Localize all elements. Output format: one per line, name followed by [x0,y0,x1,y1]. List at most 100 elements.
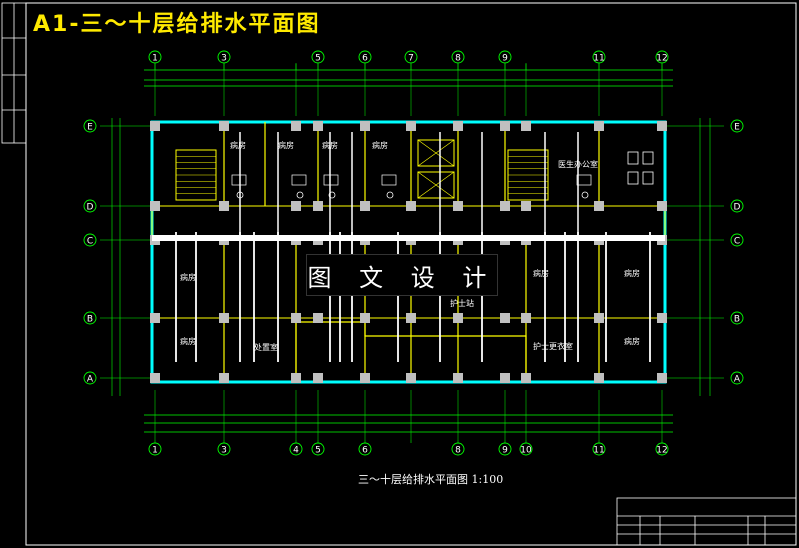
room-label: 病房 [624,268,640,278]
column [360,201,370,211]
watermark: 图 文 设 计 [306,254,498,296]
column [360,121,370,131]
column [219,201,229,211]
axis-bottom-11: 11 [592,442,606,456]
stair-right [507,149,549,201]
stair-left [175,149,217,201]
svg-text:5: 5 [315,446,321,456]
column [406,201,416,211]
axis-right-E: E [730,119,744,133]
toilet-fixture [642,171,654,185]
axis-left-A: A [83,371,97,385]
toilet-fixture [627,171,639,185]
column [291,313,301,323]
corridor [151,205,666,241]
column [453,121,463,131]
axis-bottom-1: 1 [148,442,162,456]
column [406,313,416,323]
axis-top-5: 5 [311,50,325,64]
svg-text:A: A [87,375,94,385]
column [406,373,416,383]
pipes [152,132,665,362]
column [657,313,667,323]
svg-text:9: 9 [502,54,508,64]
column [453,313,463,323]
axis-left-D: D [83,199,97,213]
fixture [386,191,394,199]
axis-top-9: 9 [498,50,512,64]
fixture [296,191,304,199]
axis-top-7: 7 [404,50,418,64]
column [219,373,229,383]
column [594,313,604,323]
column [594,201,604,211]
svg-text:12: 12 [656,446,667,456]
room-label: 护士站 [450,298,474,308]
column [219,313,229,323]
fixture [581,191,589,199]
column [521,373,531,383]
column [291,373,301,383]
svg-text:8: 8 [455,446,461,456]
column [219,121,229,131]
fixture-tank [381,174,397,186]
room-label: 病房 [533,268,549,278]
elevator-2 [417,171,455,199]
main-pipe [152,235,665,241]
axis-bottom-5: 5 [311,442,325,456]
column [657,121,667,131]
axis-bottom-10: 10 [519,442,533,456]
svg-text:E: E [87,123,93,133]
svg-text:D: D [87,203,94,213]
column [594,121,604,131]
room-label: 病房 [624,336,640,346]
axis-top-12: 12 [655,50,669,64]
axis-top-11: 11 [592,50,606,64]
column [657,201,667,211]
svg-text:5: 5 [315,54,321,64]
svg-text:C: C [734,237,740,247]
axis-top-3: 3 [217,50,231,64]
column [521,313,531,323]
column [360,313,370,323]
svg-text:E: E [734,123,740,133]
svg-text:6: 6 [362,446,368,456]
drawing-caption: 三～十层给排水平面图 1:100 [358,473,504,486]
axis-bottom-6: 6 [358,442,372,456]
room-label: 病房 [180,272,196,282]
elevator-1 [417,139,455,167]
axis-bottom-9: 9 [498,442,512,456]
svg-text:3: 3 [221,54,227,64]
column [150,373,160,383]
svg-text:C: C [87,237,93,247]
column [150,121,160,131]
column [291,201,301,211]
svg-text:10: 10 [520,446,532,456]
column [291,121,301,131]
column [500,313,510,323]
bottom-indent [295,321,527,382]
column [313,373,323,383]
column [657,373,667,383]
column [594,373,604,383]
axis-top-8: 8 [451,50,465,64]
axis-left-E: E [83,119,97,133]
column [500,121,510,131]
column [406,121,416,131]
elevator-1-x2 [417,139,455,167]
axis-right-D: D [730,199,744,213]
svg-text:B: B [734,315,740,325]
fixture [328,191,336,199]
svg-text:A: A [734,375,741,385]
svg-text:11: 11 [593,54,604,64]
axis-top-6: 6 [358,50,372,64]
room-label: 护士更衣室 [533,341,573,351]
fixture-tank [231,174,247,186]
room-label: 病房 [372,140,388,150]
column [500,201,510,211]
svg-text:4: 4 [293,446,299,456]
room-label: 医生办公室 [558,159,598,169]
column [453,201,463,211]
